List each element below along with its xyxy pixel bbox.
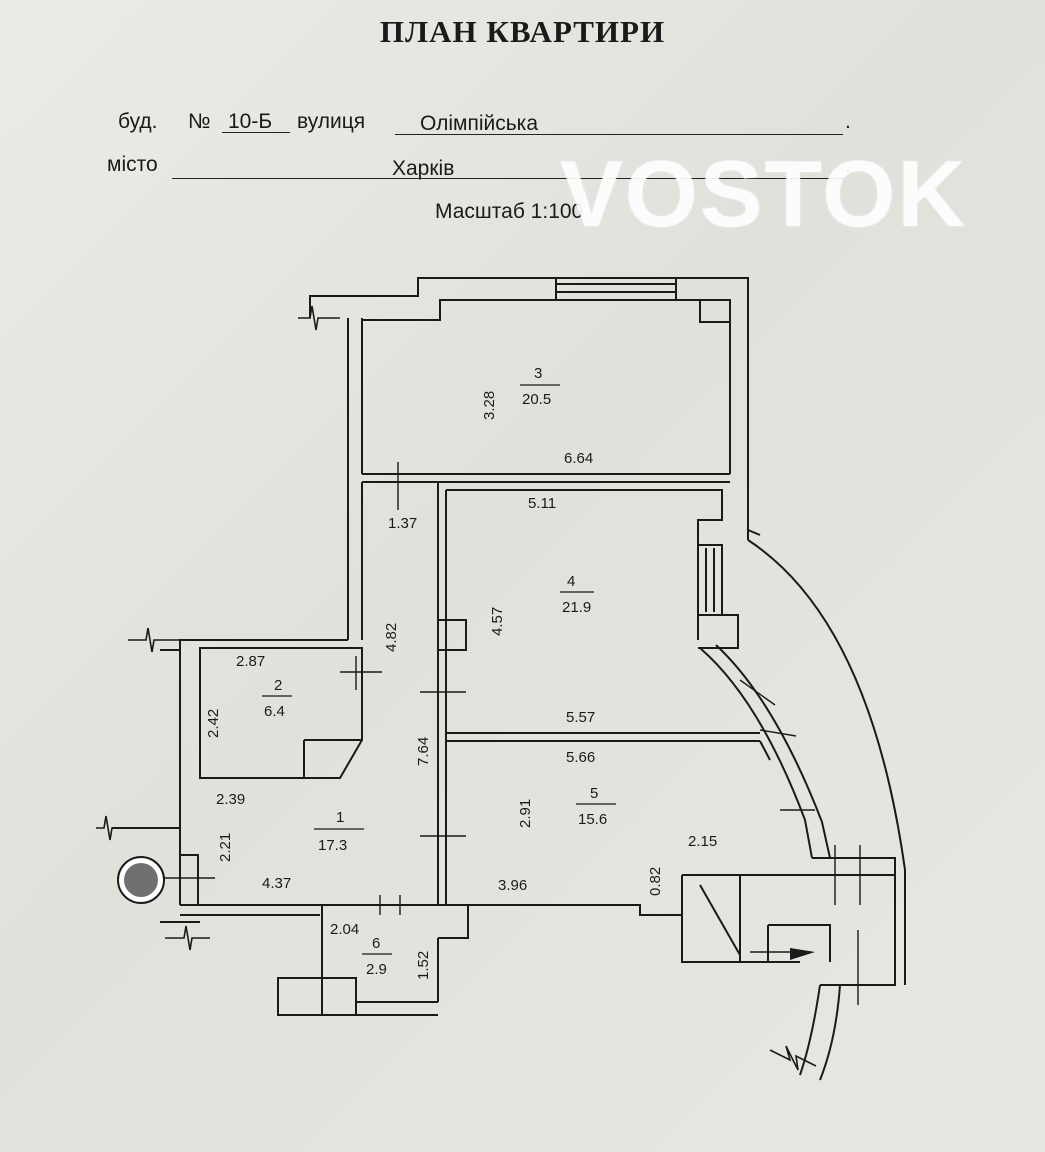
city-underline xyxy=(172,178,844,179)
building-number: 10-Б xyxy=(228,110,273,133)
city-dot: . xyxy=(845,154,851,177)
dim-5-57: 5.57 xyxy=(566,709,595,726)
dim-2-21: 2.21 xyxy=(217,833,234,862)
dim-1-52: 1.52 xyxy=(415,951,432,980)
walls xyxy=(112,277,906,1081)
street-dot: . xyxy=(845,110,851,133)
dim-0-82: 0.82 xyxy=(647,867,664,896)
room-6-area: 2.9 xyxy=(366,961,387,978)
stair-arrow-icon xyxy=(790,948,815,960)
room-2-area: 6.4 xyxy=(264,703,285,720)
dim-3-28: 3.28 xyxy=(481,391,498,420)
dim-6-64: 6.64 xyxy=(564,450,593,467)
dim-7-64: 7.64 xyxy=(415,737,432,766)
city-label: місто xyxy=(107,153,158,176)
page-title: ПЛАН КВАРТИРИ xyxy=(379,14,666,49)
city-value: Харків xyxy=(392,157,455,180)
building-number-underline xyxy=(222,132,290,133)
room-3-number: 3 xyxy=(534,365,542,382)
room-4-number: 4 xyxy=(567,573,575,590)
dim-3-96: 3.96 xyxy=(498,877,527,894)
dim-5-66: 5.66 xyxy=(566,749,595,766)
room-1-number: 1 xyxy=(336,809,344,826)
dim-5-11: 5.11 xyxy=(528,495,556,512)
dim-4-82: 4.82 xyxy=(383,623,400,652)
dim-2-15: 2.15 xyxy=(688,833,717,850)
dim-2-42: 2.42 xyxy=(205,709,222,738)
break-marks xyxy=(96,305,817,1071)
riser-fill xyxy=(124,863,158,897)
dim-2-39: 2.39 xyxy=(216,791,245,808)
street-label: вулиця xyxy=(297,110,366,133)
room-1-area: 17.3 xyxy=(318,837,347,854)
building-label: буд. xyxy=(118,110,158,133)
dim-2-91: 2.91 xyxy=(517,799,534,828)
dim-4-37: 4.37 xyxy=(262,875,291,892)
room-3-area: 20.5 xyxy=(522,391,551,408)
dim-2-04: 2.04 xyxy=(330,921,359,938)
number-sign: № xyxy=(188,110,211,133)
dimension-ticks xyxy=(160,462,861,1005)
room-2-number: 2 xyxy=(274,677,282,694)
dim-1-37: 1.37 xyxy=(388,515,417,532)
dim-4-57: 4.57 xyxy=(489,607,506,636)
scale-label: Масштаб 1:100 xyxy=(435,200,584,223)
room-6-number: 6 xyxy=(372,935,380,952)
street-value: Олімпійська xyxy=(420,112,538,135)
street-underline xyxy=(395,134,843,135)
watermark: VOSTOK xyxy=(560,141,968,246)
room-5-area: 15.6 xyxy=(578,811,607,828)
room-4-area: 21.9 xyxy=(562,599,591,616)
room-5-number: 5 xyxy=(590,785,598,802)
dim-2-87: 2.87 xyxy=(236,653,265,670)
